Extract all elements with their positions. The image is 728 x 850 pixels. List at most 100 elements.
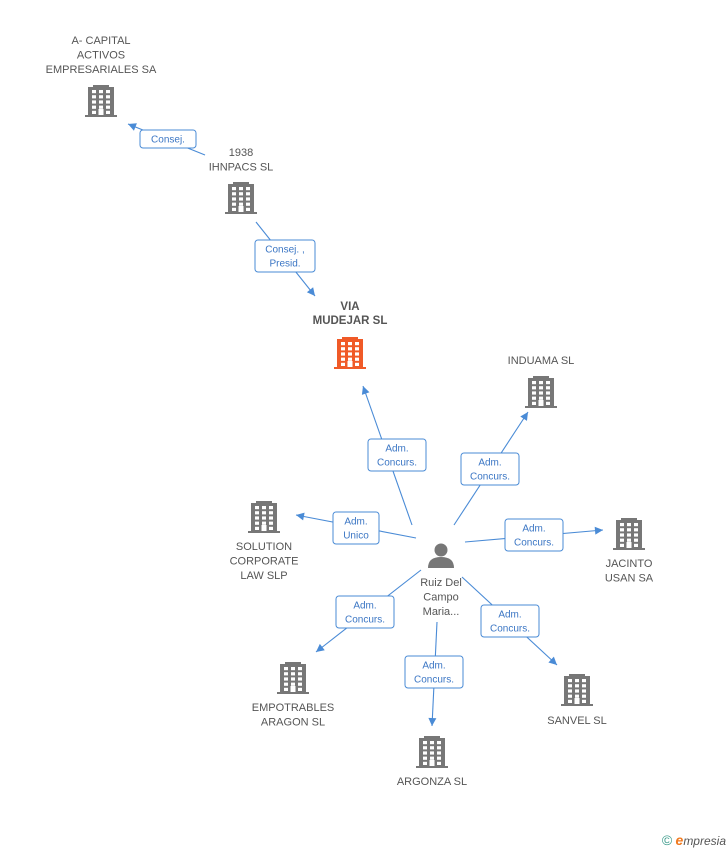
node-solution[interactable]: SOLUTION CORPORATE LAW SLP (230, 501, 299, 582)
node-label: USAN SA (605, 573, 654, 585)
edge-label-text: Adm. (422, 661, 445, 672)
arrowhead-icon (428, 717, 437, 726)
node-jacinto[interactable]: JACINTO USAN SA (605, 518, 654, 585)
edge-label-frame (480, 604, 540, 638)
edge-label-text: Adm. (385, 444, 408, 455)
node-label: ARGONZA SL (397, 776, 467, 788)
copyright-icon: © (661, 832, 673, 848)
person-icon (428, 543, 454, 568)
footer-brand: © empresia (662, 832, 726, 848)
building-icon (85, 85, 117, 117)
edge-label-box[interactable]: Adm. Concurs. (460, 452, 520, 486)
node-sanvel[interactable]: SANVEL SL (547, 674, 607, 727)
edge-person-to-solution: Adm. Unico (295, 511, 417, 545)
edge-label-text: Concurs. (345, 615, 385, 626)
node-label: INDUAMA SL (508, 355, 575, 367)
node-argonza[interactable]: ARGONZA SL (397, 736, 467, 788)
node-label: SANVEL SL (547, 715, 607, 727)
node-induama[interactable]: INDUAMA SL (508, 355, 575, 408)
edge-label-frame (254, 239, 316, 273)
node-acapital[interactable]: A- CAPITAL ACTIVOS EMPRESARIALES SA (46, 35, 157, 117)
arrowhead-icon (520, 412, 528, 421)
edge-label-frame (504, 518, 564, 552)
edge-label-box[interactable]: Consej. (139, 129, 197, 149)
edge-label-text: Adm. (353, 601, 376, 612)
edge-label-text: Adm. (344, 517, 367, 528)
brand-name: mpresia (683, 834, 726, 848)
edge-label-text: Adm. (478, 458, 501, 469)
edge-person-to-via: Adm. Concurs. (361, 385, 427, 526)
arrowhead-icon (306, 287, 315, 296)
edge-label-text: Presid. (269, 259, 300, 270)
building-icon (277, 662, 309, 694)
edge-person-to-empotrables: Adm. Concurs. (315, 569, 422, 653)
node-label: VIA (340, 301, 359, 313)
edge-label-frame (139, 129, 197, 149)
edge-label-box[interactable]: Adm. Unico (332, 511, 380, 545)
node-via[interactable]: VIA MUDEJAR SL (313, 301, 388, 369)
node-label: Maria... (423, 606, 460, 618)
node-label: IHNPACS SL (209, 162, 274, 174)
edge-label-text: Consej. , (265, 245, 304, 256)
building-icon (416, 736, 448, 768)
brand-logo-initial: e (675, 832, 684, 848)
building-icon (613, 518, 645, 550)
edge-label-box[interactable]: Adm. Concurs. (504, 518, 564, 552)
edge-label-text: Adm. (498, 610, 521, 621)
edge-label-frame (460, 452, 520, 486)
edge-label-box[interactable]: Adm. Concurs. (335, 595, 395, 629)
arrowhead-icon (128, 123, 137, 131)
arrowhead-icon (316, 643, 325, 652)
edge-label-text: Concurs. (514, 538, 554, 549)
edge-ihnpacs-to-via: Consej. , Presid. (254, 221, 316, 297)
building-icon (525, 376, 557, 408)
building-icon (225, 182, 257, 214)
edge-label-text: Concurs. (470, 472, 510, 483)
arrowhead-icon (594, 526, 603, 535)
edge-person-to-argonza: Adm. Concurs. (404, 621, 464, 727)
edge-label-box[interactable]: Adm. Concurs. (404, 655, 464, 689)
edge-label-box[interactable]: Adm. Concurs. (367, 438, 427, 472)
node-person[interactable]: Ruiz DelCampoMaria... (420, 543, 462, 619)
node-label: ARAGON SL (261, 717, 325, 729)
building-icon (334, 337, 366, 369)
arrowhead-icon (548, 656, 557, 665)
node-label: ACTIVOS (77, 50, 125, 62)
edge-label-text: Consej. (151, 135, 185, 146)
arrowhead-icon (296, 512, 305, 521)
edge-person-to-jacinto: Adm. Concurs. (464, 518, 604, 552)
edge-label-frame (367, 438, 427, 472)
edge-label-frame (335, 595, 395, 629)
nodes-layer: A- CAPITAL ACTIVOS EMPRESARIALES SA 1938IHN… (46, 35, 654, 788)
node-empotrables[interactable]: EMPOTRABLES ARAGON SL (252, 662, 335, 729)
node-label: CORPORATE (230, 556, 299, 568)
edge-label-box[interactable]: Adm. Concurs. (480, 604, 540, 638)
edge-label-text: Adm. (522, 524, 545, 535)
building-icon (248, 501, 280, 533)
edges-layer: Consej. Consej. , Presid. Adm. Concurs. Adm. C… (127, 123, 604, 727)
edge-label-text: Unico (343, 531, 369, 542)
edge-label-frame (404, 655, 464, 689)
node-label: MUDEJAR SL (313, 315, 388, 327)
node-label: Campo (423, 592, 458, 604)
edge-label-text: Concurs. (414, 675, 454, 686)
node-label: Ruiz Del (420, 577, 462, 589)
node-label: EMPRESARIALES SA (46, 64, 157, 76)
node-label: JACINTO (606, 558, 653, 570)
edge-label-text: Concurs. (377, 458, 417, 469)
edge-person-to-sanvel: Adm. Concurs. (461, 576, 558, 666)
building-icon (561, 674, 593, 706)
node-label: A- CAPITAL (71, 35, 130, 47)
edge-label-text: Concurs. (490, 624, 530, 635)
edge-person-to-induama: Adm. Concurs. (453, 411, 529, 526)
node-label: SOLUTION (236, 541, 292, 553)
edge-label-box[interactable]: Consej. , Presid. (254, 239, 316, 273)
node-label: EMPOTRABLES (252, 702, 335, 714)
edge-label-frame (332, 511, 380, 545)
edge-ihnpacs-to-acapital: Consej. (127, 123, 206, 156)
arrowhead-icon (361, 386, 370, 395)
node-label: LAW SLP (240, 570, 287, 582)
node-label: 1938 (229, 147, 253, 159)
